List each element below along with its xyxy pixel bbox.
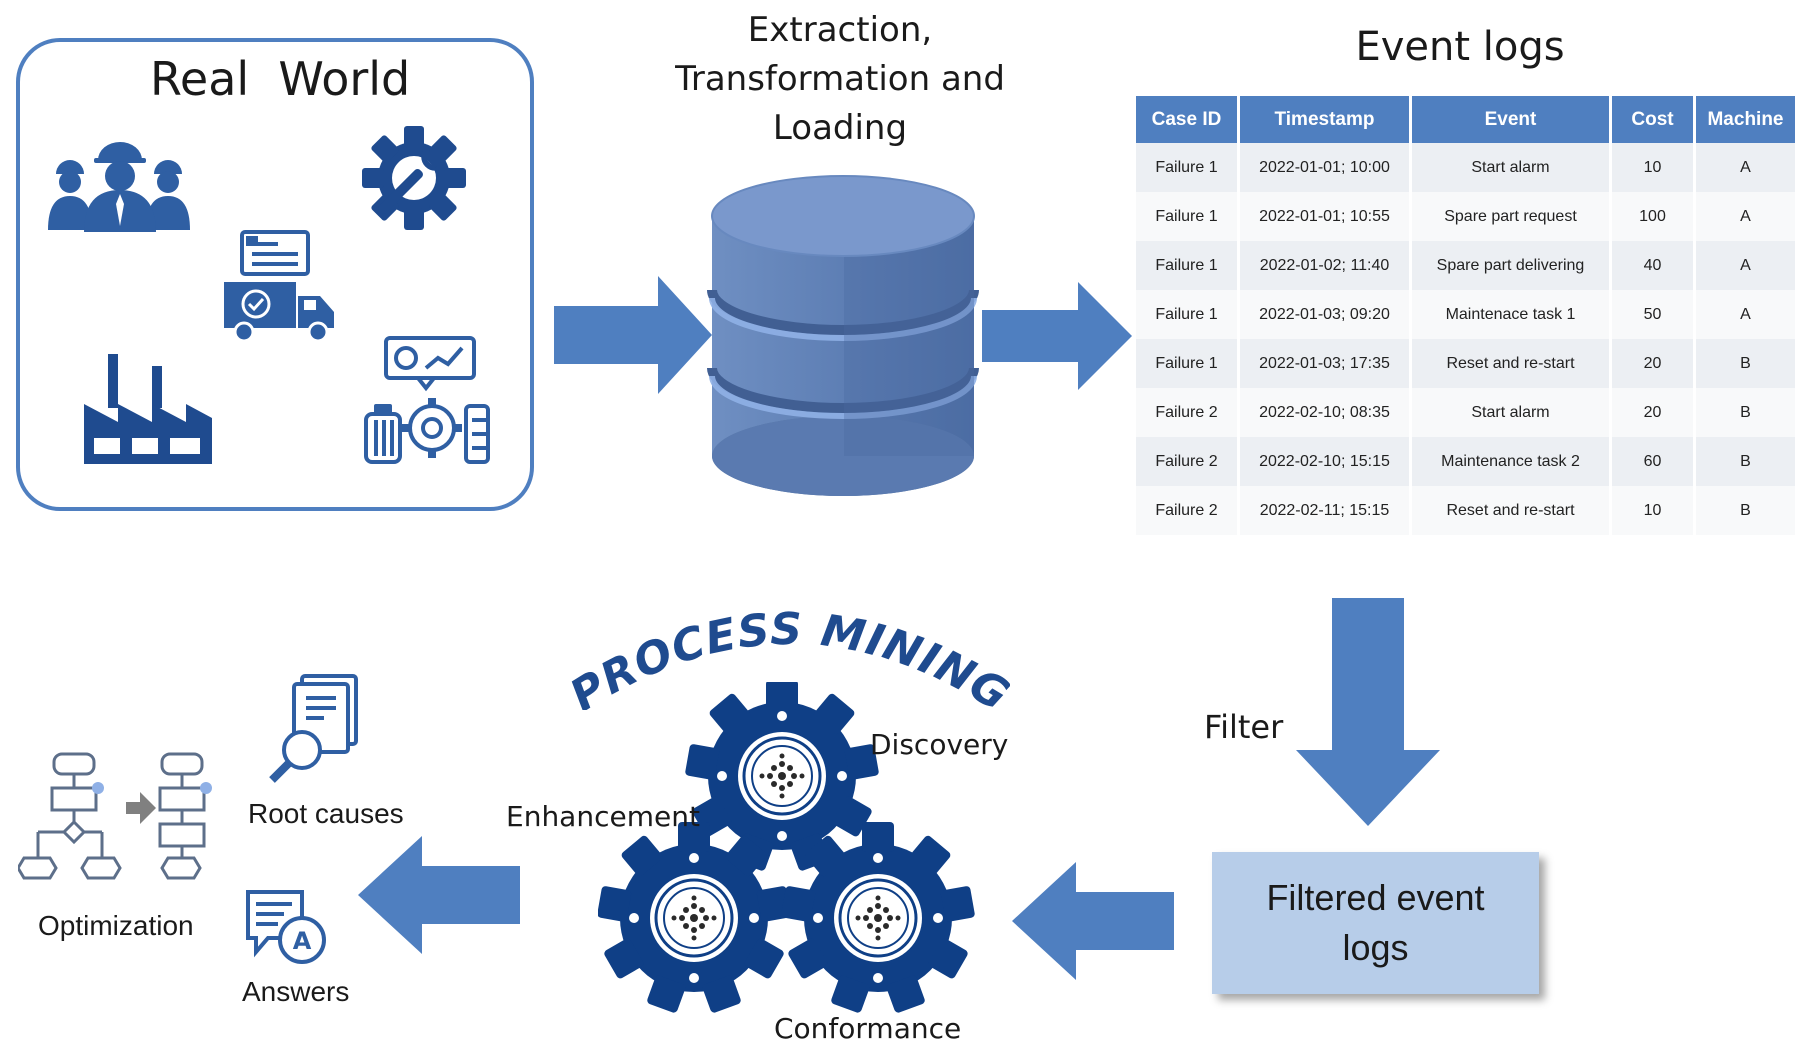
cell-machine: A [1696, 143, 1798, 192]
cell-machine: B [1696, 486, 1798, 535]
arrow-down-filter [1296, 598, 1440, 826]
optimization-icon [18, 752, 212, 880]
cell-timestamp: 2022-02-10; 15:15 [1240, 437, 1412, 486]
cell-cost: 50 [1612, 290, 1696, 339]
arrow-to-outputs [358, 836, 520, 954]
etl-title-line1: Extraction, [747, 10, 933, 50]
cell-cost: 60 [1612, 437, 1696, 486]
cell-event: Start alarm [1412, 388, 1612, 437]
enhancement-gear [598, 820, 793, 1016]
column-header-case-id: Case ID [1136, 96, 1240, 143]
conformance-label: Conformance [774, 1012, 962, 1045]
conformance-gear [779, 820, 977, 1016]
cell-event: Spare part delivering [1412, 241, 1612, 290]
cell-case-id: Failure 2 [1136, 388, 1240, 437]
cell-timestamp: 2022-01-03; 09:20 [1240, 290, 1412, 339]
table-header-row: Case ID Timestamp Event Cost Machine [1136, 96, 1798, 143]
cell-cost: 20 [1612, 388, 1696, 437]
root-causes-label: Root causes [248, 798, 404, 829]
real-world-box [16, 38, 534, 511]
filter-label: Filter [1204, 708, 1284, 746]
filtered-event-logs-label: Filtered event logs [1266, 877, 1485, 968]
answers-label: Answers [242, 976, 350, 1007]
cell-timestamp: 2022-02-11; 15:15 [1240, 486, 1412, 535]
event-logs-title: Event logs [1355, 24, 1565, 70]
machinery-analytics-icon [364, 336, 490, 464]
cell-cost: 10 [1612, 486, 1696, 535]
svg-text:A: A [293, 927, 312, 955]
workers-icon [48, 142, 190, 232]
discovery-label: Discovery [870, 728, 1009, 761]
arrow-to-database [554, 276, 712, 394]
arrow-to-process-mining [1012, 862, 1174, 980]
cell-event: Maintenace task 1 [1412, 290, 1612, 339]
real-world-title: Real World [150, 52, 411, 106]
cell-event: Start alarm [1412, 143, 1612, 192]
cell-timestamp: 2022-02-10; 08:35 [1240, 388, 1412, 437]
cell-timestamp: 2022-01-02; 11:40 [1240, 241, 1412, 290]
cell-cost: 10 [1612, 143, 1696, 192]
cell-case-id: Failure 1 [1136, 241, 1240, 290]
cell-event: Reset and re-start [1412, 339, 1612, 388]
cell-machine: A [1696, 290, 1798, 339]
cell-case-id: Failure 2 [1136, 437, 1240, 486]
cell-case-id: Failure 1 [1136, 290, 1240, 339]
cell-case-id: Failure 1 [1136, 143, 1240, 192]
root-causes-icon [269, 674, 358, 783]
cell-cost: 20 [1612, 339, 1696, 388]
delivery-truck-icon [224, 230, 334, 343]
cell-event: Reset and re-start [1412, 486, 1612, 535]
column-header-timestamp: Timestamp [1240, 96, 1412, 143]
discovery-gear [683, 682, 881, 874]
cell-machine: A [1696, 192, 1798, 241]
cell-event: Spare part request [1412, 192, 1612, 241]
cell-timestamp: 2022-01-01; 10:55 [1240, 192, 1412, 241]
cell-machine: B [1696, 339, 1798, 388]
event-log-table: Case ID Timestamp Event Cost Machine Fai… [1136, 96, 1798, 535]
etl-title-line2: Transformation and [675, 59, 1005, 99]
cell-machine: A [1696, 241, 1798, 290]
cell-timestamp: 2022-01-01; 10:00 [1240, 143, 1412, 192]
database-icon [707, 175, 979, 496]
cell-machine: B [1696, 388, 1798, 437]
column-header-machine: Machine [1696, 96, 1798, 143]
cell-cost: 40 [1612, 241, 1696, 290]
cell-cost: 100 [1612, 192, 1696, 241]
answers-icon: A [246, 890, 326, 964]
arrow-to-event-logs [982, 282, 1132, 390]
cell-case-id: Failure 2 [1136, 486, 1240, 535]
column-header-cost: Cost [1612, 96, 1696, 143]
optimization-label: Optimization [38, 910, 194, 941]
etl-title: Extraction, Transformation and Loading [640, 6, 1040, 153]
etl-title-line3: Loading [772, 108, 908, 148]
gear-wrench-icon [362, 126, 466, 230]
cell-machine: B [1696, 437, 1798, 486]
cell-case-id: Failure 1 [1136, 192, 1240, 241]
cell-case-id: Failure 1 [1136, 339, 1240, 388]
cell-timestamp: 2022-01-03; 17:35 [1240, 339, 1412, 388]
column-header-event: Event [1412, 96, 1612, 143]
cell-event: Maintenance task 2 [1412, 437, 1612, 486]
filtered-event-logs-box: Filtered event logs [1212, 852, 1539, 994]
enhancement-label: Enhancement [506, 800, 700, 833]
factory-icon [84, 354, 212, 464]
